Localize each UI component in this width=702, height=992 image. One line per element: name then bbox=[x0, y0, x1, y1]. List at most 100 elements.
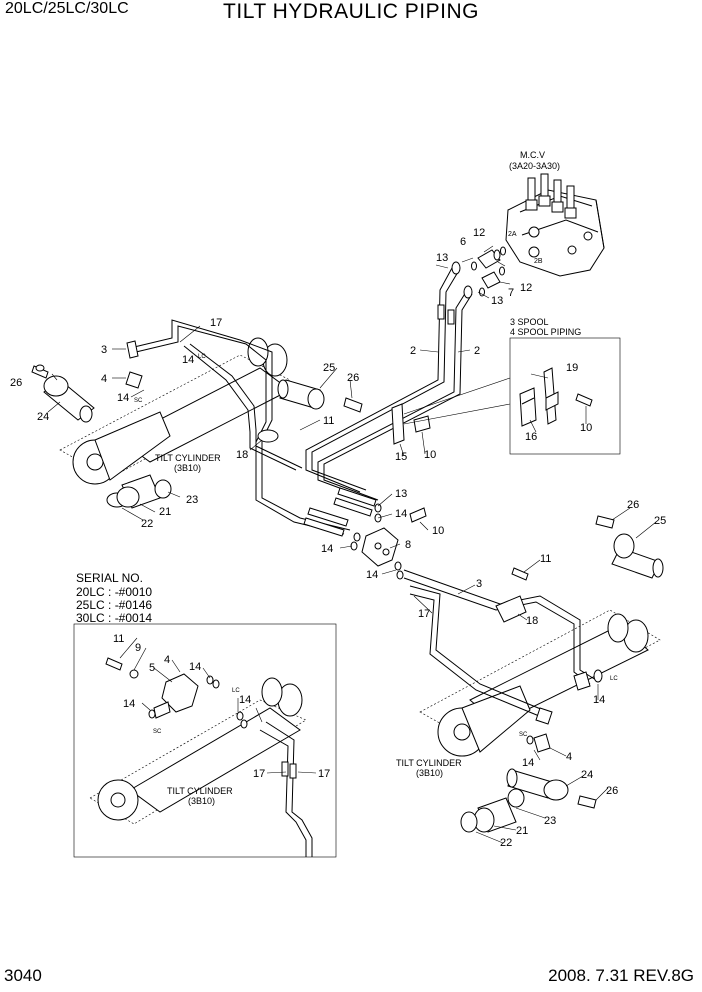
port-2a-label: 2A bbox=[508, 231, 517, 238]
tilt-cylinder-1-ref: (3B10) bbox=[174, 463, 201, 473]
callout-25-lower: 25 bbox=[654, 515, 666, 527]
callout-23-lower: 23 bbox=[544, 815, 556, 827]
spool-4-label: 4 SPOOL PIPING bbox=[510, 327, 581, 337]
bushing-21-lower bbox=[460, 788, 525, 833]
callout-14-b: 14 bbox=[117, 392, 129, 404]
tube-assemblies-lower bbox=[403, 569, 597, 725]
pin-24-lower bbox=[506, 768, 569, 801]
bushing-21-upper bbox=[106, 474, 172, 509]
callout-21-upper: 21 bbox=[159, 506, 171, 518]
callout-14-c: 14 bbox=[395, 508, 407, 520]
callout-4-lower: 4 bbox=[566, 751, 572, 763]
callout-14-d: 14 bbox=[321, 543, 333, 555]
callout-14-j: 14 bbox=[123, 698, 135, 710]
callout-14-e: 14 bbox=[366, 569, 378, 581]
part-callouts: 6 12 12 7 13 13 2 2 17 3 14 4 14 26 24 2… bbox=[10, 227, 666, 849]
spool-inset-frame bbox=[509, 337, 621, 455]
callout-14-h: 14 bbox=[189, 661, 201, 673]
callout-12-lower: 12 bbox=[520, 282, 532, 294]
callout-22-lower: 22 bbox=[500, 837, 512, 849]
inset-bolt-11-washer-9 bbox=[105, 657, 139, 679]
bracket-19 bbox=[543, 367, 559, 425]
inset-tubes-17 bbox=[259, 721, 313, 857]
hose-assemblies-2 bbox=[305, 261, 473, 501]
mark-lc-2: LC bbox=[610, 676, 618, 682]
callout-11-inset: 11 bbox=[113, 633, 124, 645]
callout-17-lower: 17 bbox=[418, 608, 430, 620]
mark-sc-1: SC bbox=[134, 398, 143, 404]
pin-24-upper bbox=[43, 375, 95, 423]
callout-6: 6 bbox=[460, 236, 466, 248]
serial-line-30lc: 30LC : -#0014 bbox=[76, 611, 152, 625]
callout-15: 15 bbox=[395, 451, 407, 463]
callout-18-lower: 18 bbox=[526, 615, 538, 627]
bolt-26-lower-bottom bbox=[577, 795, 597, 809]
bolt-10-mid bbox=[409, 507, 427, 523]
callout-26-upper-right: 26 bbox=[347, 372, 359, 384]
fittings-14-lower bbox=[526, 669, 603, 753]
callout-23-upper: 23 bbox=[186, 494, 198, 506]
callout-5: 5 bbox=[149, 662, 155, 674]
bolt-11-lower bbox=[511, 567, 529, 581]
bolt-26-upper-left bbox=[31, 364, 49, 379]
callout-4-upper: 4 bbox=[101, 373, 107, 385]
bolt-26-upper-right bbox=[343, 397, 363, 413]
tilt-cylinder-3-ref: (3B10) bbox=[188, 796, 215, 806]
pin-25-upper bbox=[277, 379, 325, 410]
leader-lines bbox=[47, 245, 657, 844]
tilt-cylinder-3-label: TILT CYLINDER bbox=[167, 786, 233, 796]
bolt-10-upper bbox=[413, 415, 431, 433]
callout-13-upper: 13 bbox=[436, 252, 448, 264]
callout-4-inset: 4 bbox=[164, 654, 170, 666]
mark-sc-3: SC bbox=[153, 729, 162, 735]
page-title: TILT HYDRAULIC PIPING bbox=[223, 0, 479, 23]
model-designation: 20LC/25LC/30LC bbox=[5, 0, 129, 17]
callout-10-upper: 10 bbox=[424, 449, 436, 461]
tilt-cylinder-2-label: TILT CYLINDER bbox=[396, 758, 462, 768]
inset-manifold-5 bbox=[148, 673, 248, 729]
callout-12-upper: 12 bbox=[473, 227, 485, 239]
port-2b-label: 2B bbox=[534, 258, 543, 265]
callout-18-upper: 18 bbox=[236, 449, 248, 461]
serial-line-25lc: 25LC : -#0146 bbox=[76, 598, 152, 612]
callout-11-upper: 11 bbox=[323, 415, 334, 427]
spool-3-label: 3 SPOOL bbox=[510, 317, 549, 327]
callout-24-lower: 24 bbox=[581, 769, 593, 781]
serial-line-20lc: 20LC : -#0010 bbox=[76, 585, 152, 599]
hose-fittings-13 bbox=[303, 487, 382, 537]
tilt-cylinder-1-label: TILT CYLINDER bbox=[155, 453, 221, 463]
bracket-16 bbox=[519, 387, 537, 427]
bolt-10-inset bbox=[575, 393, 593, 407]
callout-19: 19 bbox=[566, 362, 578, 374]
callout-3-lower: 3 bbox=[476, 578, 482, 590]
manifold-block-8 bbox=[350, 527, 404, 580]
callout-2-left: 2 bbox=[410, 345, 416, 357]
callout-26-lower-top: 26 bbox=[627, 499, 639, 511]
revision-date: 2008. 7.31 REV.8G bbox=[548, 966, 694, 985]
mcv-label: M.C.V bbox=[520, 150, 545, 160]
callout-3-upper: 3 bbox=[101, 344, 107, 356]
pin-25-lower bbox=[611, 533, 664, 579]
callout-8: 8 bbox=[405, 539, 411, 551]
callout-22-upper: 22 bbox=[141, 518, 153, 530]
callout-17-inset-left: 17 bbox=[253, 768, 265, 780]
callout-26-lower-bottom: 26 bbox=[606, 785, 618, 797]
mark-lc-1: LC bbox=[198, 354, 206, 360]
callout-21-lower: 21 bbox=[516, 825, 528, 837]
bolt-26-lower-top bbox=[595, 515, 615, 529]
tube-assemblies-upper bbox=[125, 319, 351, 535]
callout-11-lower: 11 bbox=[540, 553, 551, 565]
callout-25-upper: 25 bbox=[323, 362, 335, 374]
callout-7: 7 bbox=[508, 287, 514, 299]
callout-13-mid: 13 bbox=[395, 488, 407, 500]
callout-26-upper-left: 26 bbox=[10, 377, 22, 389]
callout-17-inset-right: 17 bbox=[318, 768, 330, 780]
callout-10-inset: 10 bbox=[580, 422, 592, 434]
callout-2-right: 2 bbox=[474, 345, 480, 357]
callout-14-i: 14 bbox=[239, 694, 251, 706]
tilt-cylinder-inset bbox=[89, 677, 307, 825]
callout-16: 16 bbox=[525, 431, 537, 443]
callout-24-upper: 24 bbox=[37, 411, 49, 423]
tilt-cylinder-upper bbox=[59, 337, 291, 485]
